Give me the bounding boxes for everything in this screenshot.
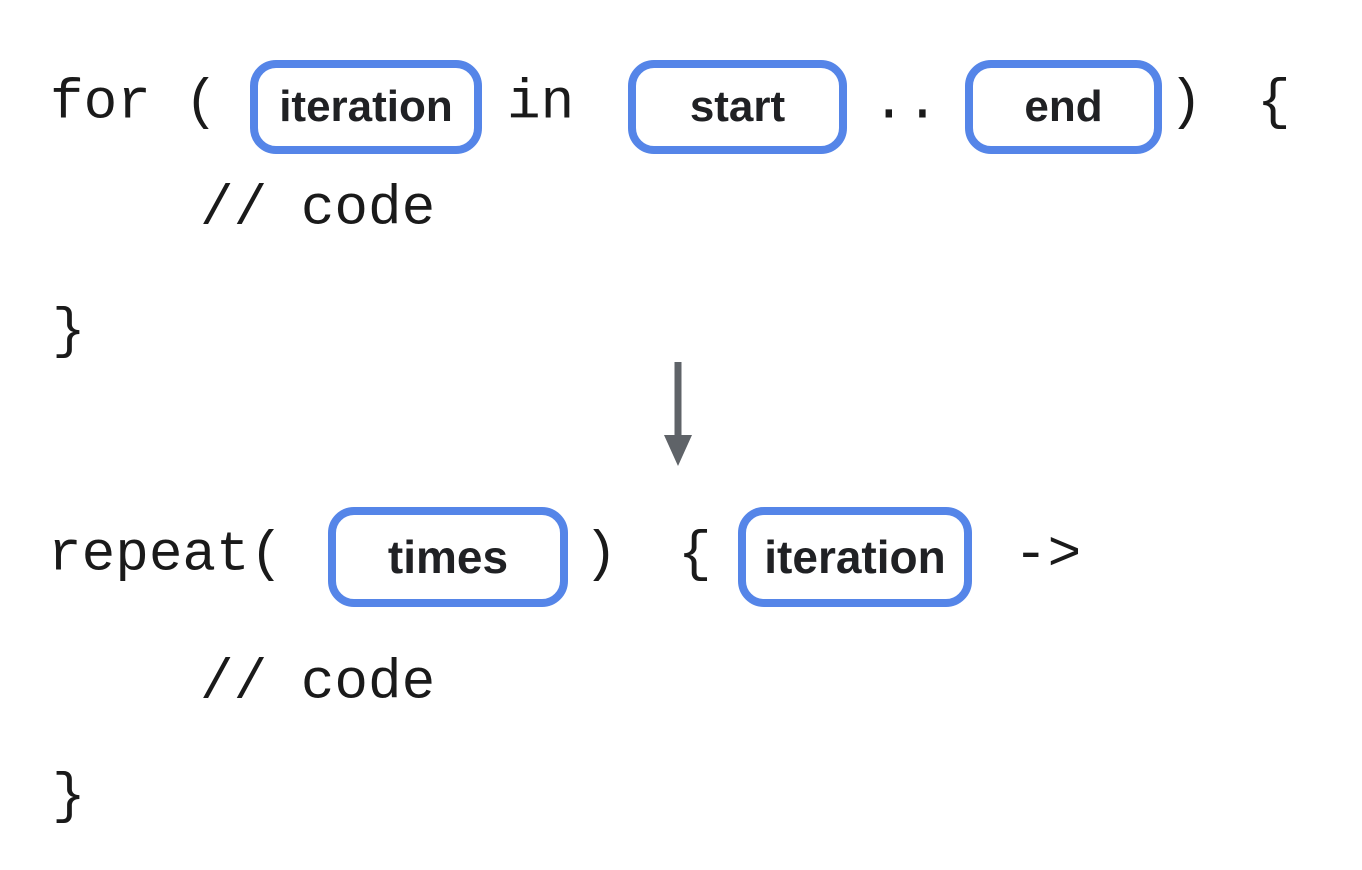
code-open-brace: { — [1257, 70, 1291, 135]
slot-iteration-label: iteration — [279, 82, 453, 131]
code-range-operator: .. — [872, 70, 940, 135]
arrow-shaft — [674, 362, 682, 436]
arrow-down-icon — [664, 435, 692, 466]
code-in-operator: in — [507, 70, 575, 135]
slot-times-label: times — [387, 531, 509, 583]
code-close-paren: ) — [584, 522, 618, 587]
slot-end: end — [965, 60, 1162, 154]
slot-start-label: start — [689, 82, 786, 131]
slot-end-label: end — [1024, 82, 1103, 131]
code-close-brace: } — [52, 299, 86, 364]
code-comment: // code — [200, 650, 436, 715]
code-comment: // code — [200, 176, 436, 241]
slot-iteration-label: iteration — [764, 531, 946, 583]
code-repeat-keyword: repeat( — [48, 522, 284, 587]
code-open-brace: { — [678, 522, 712, 587]
code-lambda-arrow: -> — [1014, 522, 1082, 587]
code-close-brace: } — [52, 764, 86, 829]
code-for-keyword: for ( — [50, 70, 219, 135]
slot-iteration: iteration — [738, 507, 972, 607]
code-close-paren: ) — [1169, 70, 1203, 135]
slot-times: times — [328, 507, 568, 607]
transform-arrow — [664, 362, 692, 466]
slot-iteration: iteration — [250, 60, 482, 154]
slot-start: start — [628, 60, 847, 154]
